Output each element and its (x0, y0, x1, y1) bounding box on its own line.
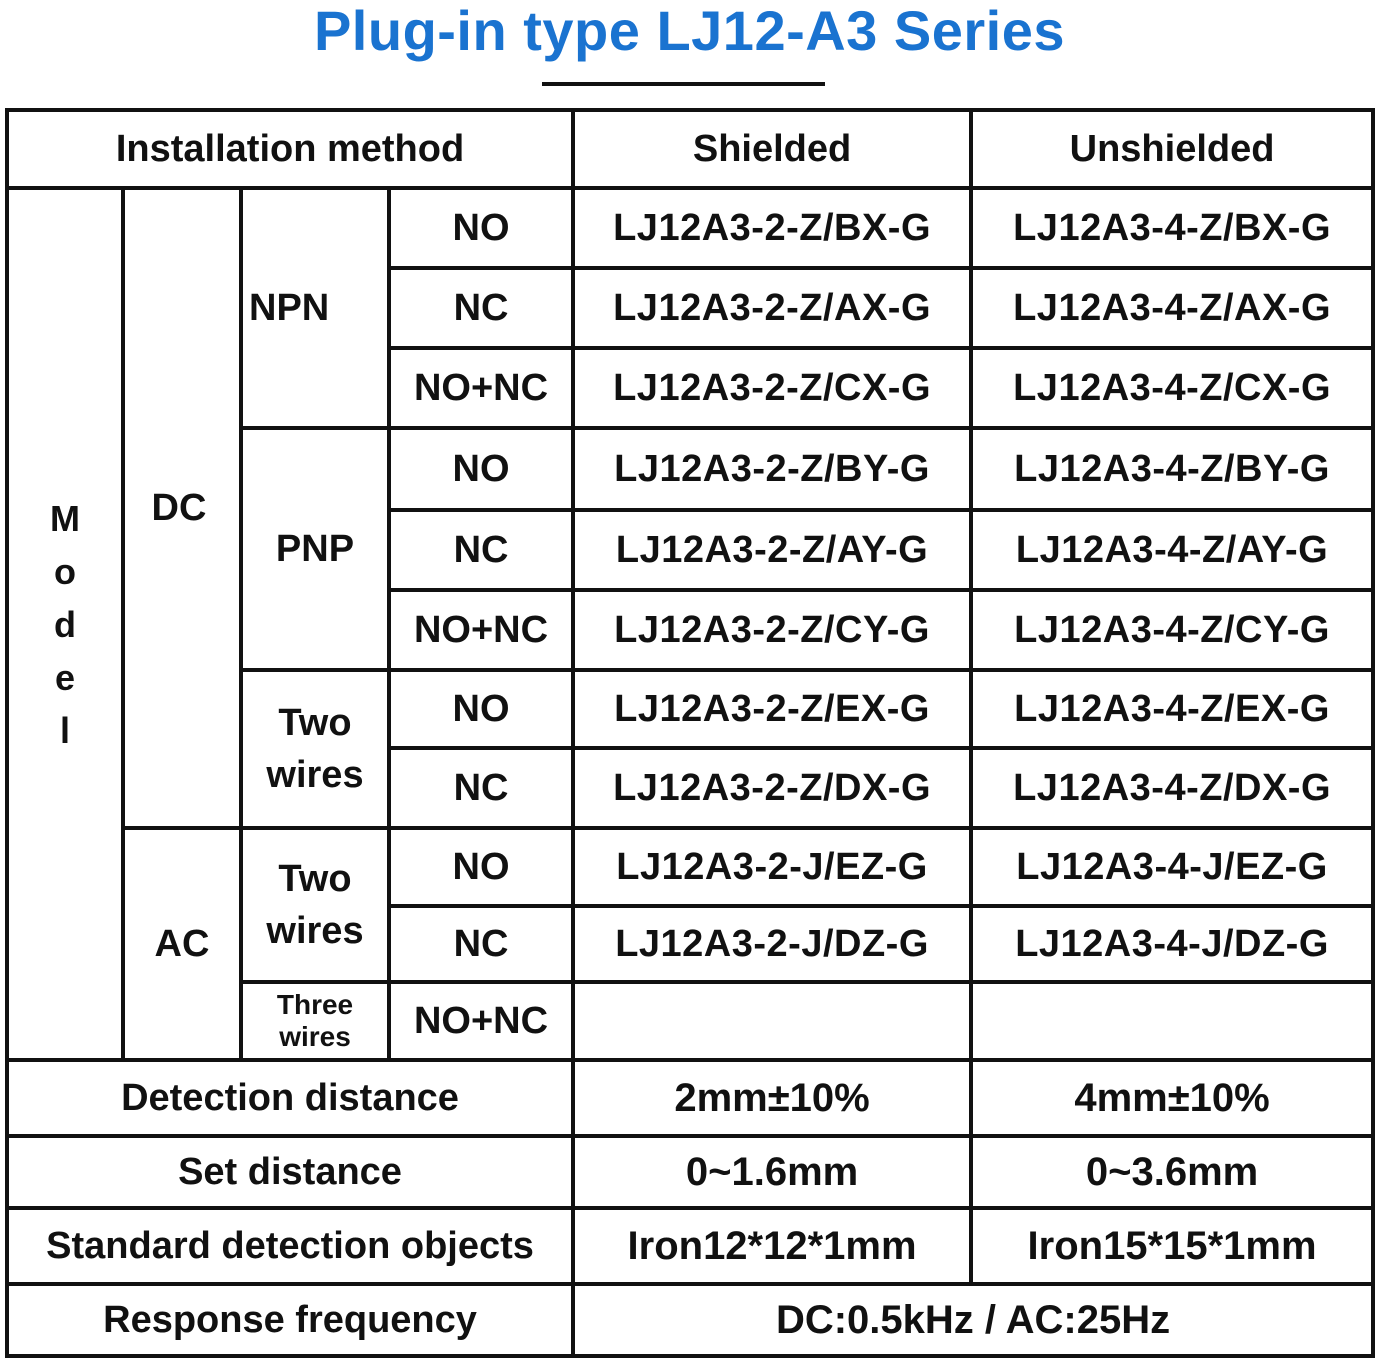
shielded-model-code: LJ12A3-2-J/DZ-G (571, 904, 974, 984)
model-letter: o (54, 550, 76, 592)
shielded-header: Shielded (571, 108, 974, 190)
unshielded-header: Unshielded (969, 108, 1376, 190)
shielded-model-code: LJ12A3-2-Z/BX-G (571, 186, 974, 270)
group-label-line: Three (276, 989, 354, 1020)
page-title: Plug-in type LJ12-A3 Series (313, 0, 1066, 62)
shielded-model-code: LJ12A3-2-Z/AX-G (571, 266, 974, 350)
set-distance-unshielded: 0~3.6mm (969, 1134, 1376, 1210)
spec-row-detection-distance: Detection distance 2mm±10% 4mm±10% (4, 1058, 1376, 1138)
output-type: NO (386, 826, 576, 908)
response-frequency-value: DC:0.5kHz / AC:25Hz (571, 1282, 1376, 1358)
unshielded-model-code: LJ12A3-4-Z/EX-G (969, 668, 1376, 750)
standard-objects-shielded: Iron12*12*1mm (571, 1206, 974, 1286)
model-letter: M (50, 497, 80, 539)
table-row: NC LJ12A3-2-Z/AY-G LJ12A3-4-Z/AY-G (7, 508, 1376, 592)
unshielded-model-code: LJ12A3-4-Z/AX-G (969, 266, 1376, 350)
table-row: PNP NO LJ12A3-2-Z/BY-G LJ12A3-4-Z/BY-G (7, 426, 1376, 672)
standard-objects-unshielded: Iron15*15*1mm (969, 1206, 1376, 1286)
group-label-line: wires (266, 910, 364, 952)
table-row: NC LJ12A3-2-Z/AX-G LJ12A3-4-Z/AX-G (7, 266, 1376, 350)
table-row: Two wires NO LJ12A3-2-Z/EX-G LJ12A3-4-Z/… (7, 668, 1376, 830)
table-row: M o d e l DC NPN NO LJ12A3-2-Z/BX-G LJ12… (5, 186, 1376, 1062)
table-row: Three wires NO+NC (7, 980, 1376, 1062)
output-type: NC (386, 508, 576, 592)
spec-row-standard-objects: Standard detection objects Iron12*12*1mm… (4, 1206, 1376, 1286)
response-frequency-label: Response frequency (4, 1282, 576, 1358)
model-letter: e (54, 656, 76, 698)
shielded-model-code: LJ12A3-2-Z/BY-G (571, 426, 974, 512)
group-label-line: wires (266, 754, 364, 796)
dc-group: DC (121, 186, 243, 830)
shielded-model-code: LJ12A3-2-Z/EX-G (571, 668, 974, 750)
installation-method-header: Installation method (4, 108, 576, 190)
table-row: NO+NC LJ12A3-2-Z/CX-G LJ12A3-4-Z/CX-G (7, 346, 1376, 430)
detection-distance-label: Detection distance (4, 1058, 576, 1138)
ac-three-wires-group: Three wires (239, 980, 391, 1062)
model-spec-table: Installation method Shielded Unshielded … (4, 108, 1376, 1358)
shielded-model-code: LJ12A3-2-J/EZ-G (571, 826, 974, 908)
header-row: Installation method Shielded Unshielded (4, 108, 1376, 190)
shielded-model-code: LJ12A3-2-Z/AY-G (571, 508, 974, 592)
dc-two-wires-group: Two wires (239, 668, 391, 830)
unshielded-model-code: LJ12A3-4-J/EZ-G (969, 826, 1376, 908)
table-row: NC LJ12A3-2-Z/DX-G LJ12A3-4-Z/DX-G (7, 746, 1376, 830)
model-label: M o d e l (5, 186, 125, 1062)
model-letter: d (54, 603, 76, 645)
output-type: NC (386, 266, 576, 350)
unshielded-model-code: LJ12A3-4-Z/BX-G (969, 186, 1376, 270)
unshielded-model-code: LJ12A3-4-Z/CY-G (969, 588, 1376, 672)
shielded-model-code: LJ12A3-2-Z/CX-G (571, 346, 974, 430)
shielded-model-code (571, 980, 974, 1062)
output-type: NO+NC (386, 588, 576, 672)
shielded-model-code: LJ12A3-2-Z/DX-G (571, 746, 974, 830)
unshielded-model-code: LJ12A3-4-J/DZ-G (969, 904, 1376, 984)
set-distance-shielded: 0~1.6mm (571, 1134, 974, 1210)
unshielded-model-code: LJ12A3-4-Z/AY-G (969, 508, 1376, 592)
group-label-line: Two (278, 702, 352, 744)
spec-row-set-distance: Set distance 0~1.6mm 0~3.6mm (4, 1134, 1376, 1210)
unshielded-model-code: LJ12A3-4-Z/BY-G (969, 426, 1376, 512)
unshielded-model-code: LJ12A3-4-Z/CX-G (969, 346, 1376, 430)
standard-objects-label: Standard detection objects (4, 1206, 576, 1286)
unshielded-model-code: LJ12A3-4-Z/DX-G (969, 746, 1376, 830)
title-underline (542, 82, 825, 86)
output-type: NC (386, 746, 576, 830)
output-type: NO (386, 426, 576, 512)
table-row: AC Two wires NO LJ12A3-2-J/EZ-G LJ12A3-4… (7, 826, 1376, 1062)
ac-group: AC (121, 826, 243, 1062)
output-type: NO (386, 668, 576, 750)
detection-distance-unshielded: 4mm±10% (969, 1058, 1376, 1138)
table-row: NC LJ12A3-2-J/DZ-G LJ12A3-4-J/DZ-G (7, 904, 1376, 984)
group-label-line: wires (279, 1021, 351, 1052)
output-type: NO+NC (386, 980, 576, 1062)
output-type: NO+NC (386, 346, 576, 430)
output-type: NC (386, 904, 576, 984)
spec-row-response-frequency: Response frequency DC:0.5kHz / AC:25Hz (4, 1282, 1376, 1358)
npn-group: NPN (239, 186, 391, 430)
shielded-model-code: LJ12A3-2-Z/CY-G (571, 588, 974, 672)
unshielded-model-code (969, 980, 1376, 1062)
detection-distance-shielded: 2mm±10% (571, 1058, 974, 1138)
model-letter: l (59, 709, 70, 751)
table-row: NO+NC LJ12A3-2-Z/CY-G LJ12A3-4-Z/CY-G (7, 588, 1376, 672)
ac-two-wires-group: Two wires (239, 826, 391, 984)
set-distance-label: Set distance (4, 1134, 576, 1210)
group-label-line: Two (278, 858, 352, 900)
pnp-group: PNP (239, 426, 391, 672)
output-type: NO (386, 186, 576, 270)
